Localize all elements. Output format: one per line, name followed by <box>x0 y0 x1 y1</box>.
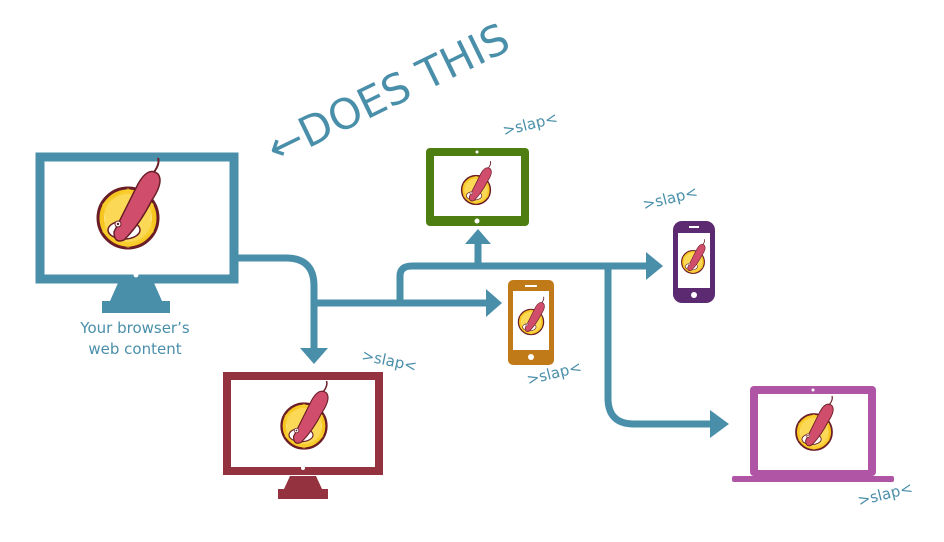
connector-upper-branch <box>396 262 648 303</box>
arrowhead-right-laptop <box>710 410 729 438</box>
red-monitor-icon <box>223 372 383 499</box>
arrowhead-down-red <box>300 348 328 364</box>
connector-to-laptop <box>604 266 712 428</box>
arrowhead-right-orange-phone <box>486 289 502 317</box>
headline-group: ←DOES THIS <box>246 4 546 174</box>
source-monitor-icon <box>35 152 239 313</box>
source-caption: Your browser’s web content <box>40 318 230 360</box>
orange-phone-icon <box>508 280 554 365</box>
purple-phone-icon <box>673 221 715 303</box>
caption-line-2: web content <box>88 340 182 358</box>
caption-line-1: Your browser’s <box>80 319 190 337</box>
arrowhead-up-tablet <box>465 229 491 244</box>
connector-lines <box>234 244 712 428</box>
headline-text: ←DOES THIS <box>259 13 517 173</box>
connector-arrowheads <box>300 229 729 438</box>
green-tablet-icon <box>426 148 529 226</box>
magenta-laptop-icon <box>732 386 894 482</box>
arrowhead-right-purple-phone <box>646 252 663 280</box>
connector-source-to-red <box>234 254 318 348</box>
